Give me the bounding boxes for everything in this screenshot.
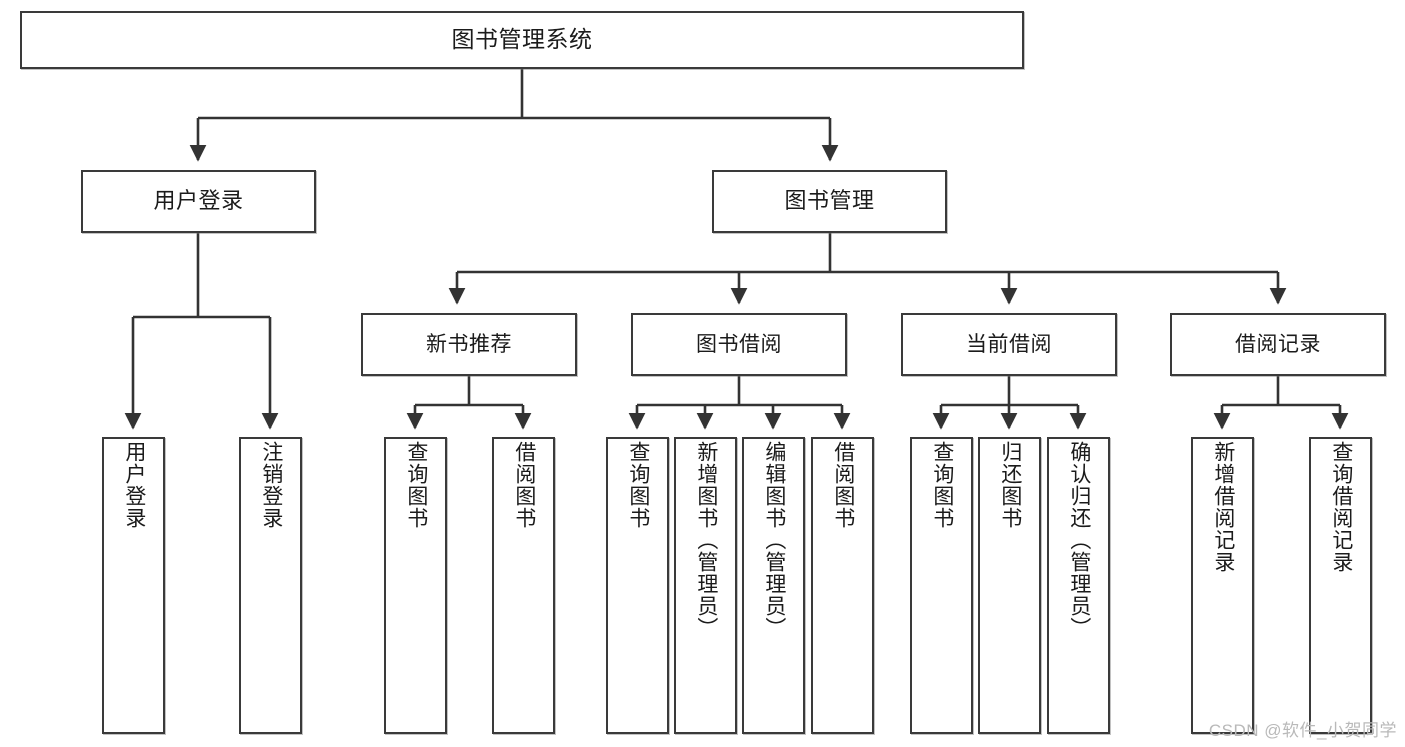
node-label: 查询图书	[404, 441, 428, 529]
node-label: 查询图书	[626, 441, 650, 529]
node-label: 编辑图书（管理员）	[762, 441, 786, 639]
node-book-management[interactable]: 图书管理	[712, 170, 947, 233]
node-label: 借阅图书	[831, 441, 855, 529]
node-leaf-add-book[interactable]: 新增图书（管理员）	[674, 437, 737, 734]
node-root-system[interactable]: 图书管理系统	[20, 11, 1024, 69]
node-label: 当前借阅	[966, 332, 1052, 356]
node-leaf-confirm-return[interactable]: 确认归还（管理员）	[1047, 437, 1110, 734]
node-new-book-recommend[interactable]: 新书推荐	[361, 313, 577, 376]
node-label: 新增借阅记录	[1211, 441, 1235, 573]
node-label: 新增图书（管理员）	[694, 441, 718, 639]
node-leaf-query-book-2[interactable]: 查询图书	[606, 437, 669, 734]
node-label: 图书管理系统	[451, 26, 593, 53]
node-label: 查询图书	[930, 441, 954, 529]
node-label: 确认归还（管理员）	[1067, 441, 1091, 639]
node-label: 用户登录	[122, 441, 146, 529]
node-label: 图书管理	[784, 188, 875, 214]
node-book-borrow[interactable]: 图书借阅	[631, 313, 847, 376]
node-label: 图书借阅	[696, 332, 782, 356]
node-leaf-edit-book[interactable]: 编辑图书（管理员）	[742, 437, 805, 734]
node-label: 归还图书	[998, 441, 1022, 529]
node-current-borrow[interactable]: 当前借阅	[901, 313, 1117, 376]
node-borrow-record[interactable]: 借阅记录	[1170, 313, 1386, 376]
node-leaf-query-record[interactable]: 查询借阅记录	[1309, 437, 1372, 734]
node-label: 借阅图书	[512, 441, 536, 529]
node-leaf-add-record[interactable]: 新增借阅记录	[1191, 437, 1254, 734]
node-label: 用户登录	[153, 188, 244, 214]
node-leaf-logout[interactable]: 注销登录	[239, 437, 302, 734]
node-user-login[interactable]: 用户登录	[81, 170, 316, 233]
node-leaf-query-book-3[interactable]: 查询图书	[910, 437, 973, 734]
node-label: 注销登录	[259, 441, 283, 529]
node-leaf-query-book-1[interactable]: 查询图书	[384, 437, 447, 734]
node-leaf-borrow-book-2[interactable]: 借阅图书	[811, 437, 874, 734]
watermark: CSDN @软件_小贺同学	[1208, 721, 1397, 740]
node-label: 查询借阅记录	[1329, 441, 1353, 573]
node-leaf-return-book[interactable]: 归还图书	[978, 437, 1041, 734]
node-label: 借阅记录	[1235, 332, 1321, 356]
node-leaf-borrow-book-1[interactable]: 借阅图书	[492, 437, 555, 734]
node-leaf-user-login[interactable]: 用户登录	[102, 437, 165, 734]
node-label: 新书推荐	[426, 332, 512, 356]
